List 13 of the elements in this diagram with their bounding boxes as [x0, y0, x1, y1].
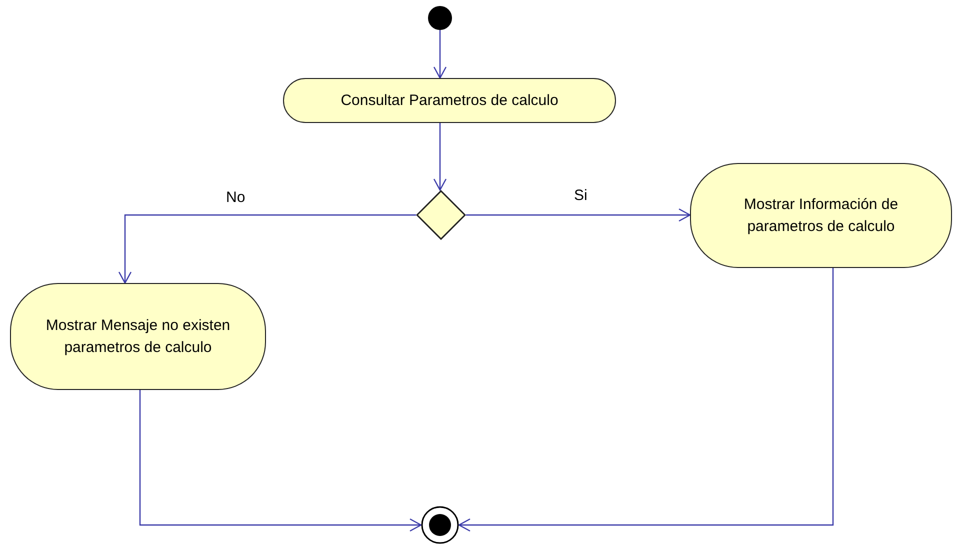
action-text: Mostrar Información de parametros de calculo [742, 194, 900, 236]
decision-diamond [416, 190, 466, 240]
start-node [428, 6, 452, 30]
flow-arrow [458, 268, 834, 532]
end-node [421, 506, 459, 544]
flow-arrow [139, 390, 422, 532]
flow-arrow [118, 214, 416, 284]
flow-arrow [466, 208, 691, 222]
action-text: Consultar Parametros de calculo [340, 90, 558, 110]
action-box [283, 78, 616, 123]
flow-arrow [433, 123, 447, 191]
flow-arrow [433, 30, 447, 79]
action-text: Mostrar Mensaje no existen parametros de calculo [44, 316, 232, 358]
